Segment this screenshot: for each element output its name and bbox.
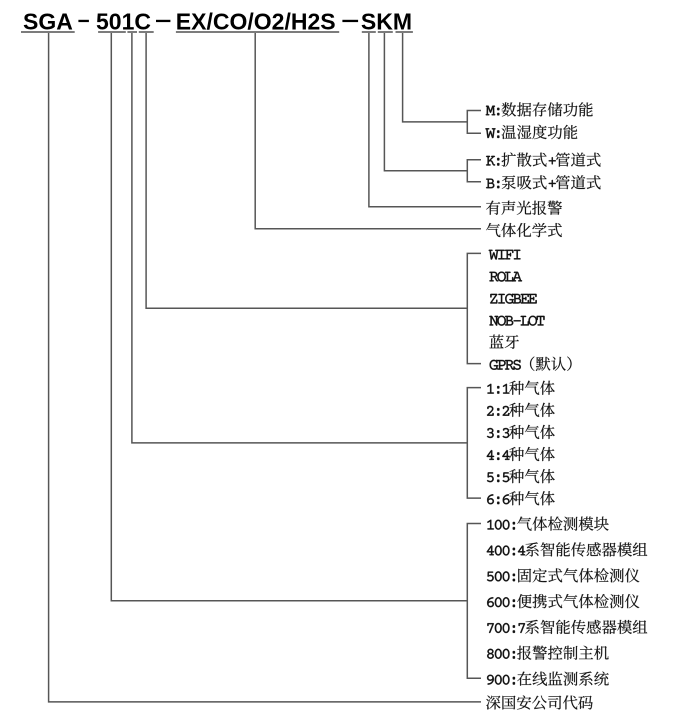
svg-text:SKM: SKM bbox=[361, 8, 412, 34]
svg-text:EX/CO/O2/H2S: EX/CO/O2/H2S bbox=[176, 8, 336, 34]
svg-text:501C: 501C bbox=[96, 8, 151, 34]
svg-text:SGA: SGA bbox=[23, 8, 73, 34]
